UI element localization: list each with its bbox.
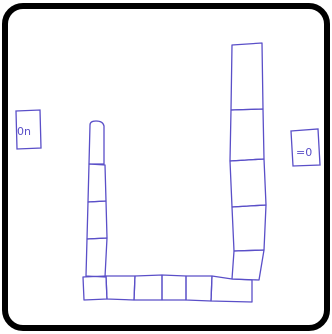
left-label: 0n bbox=[17, 125, 31, 138]
right-label: =0 bbox=[296, 146, 312, 159]
drawing-frame bbox=[5, 6, 327, 328]
